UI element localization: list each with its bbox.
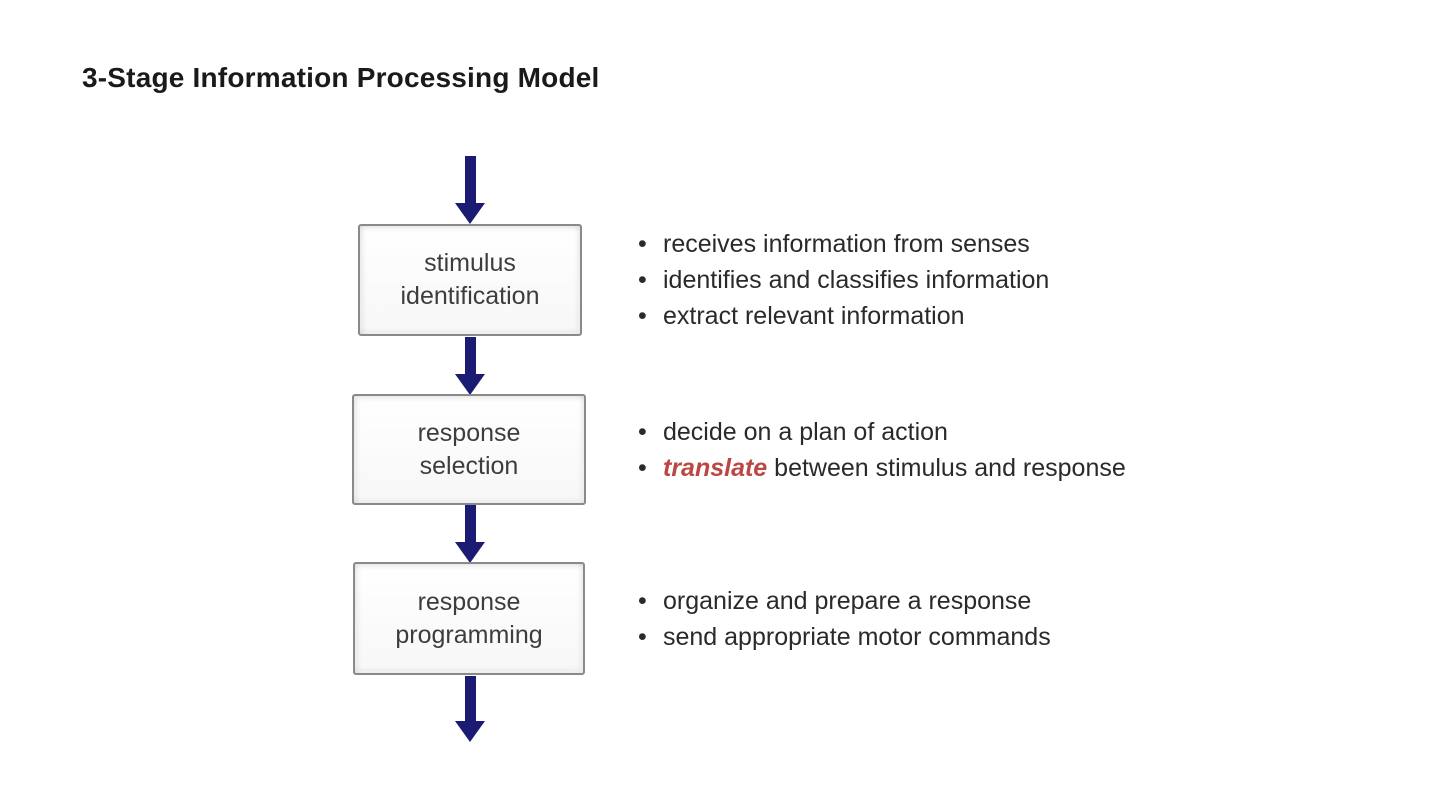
arrow-head-icon bbox=[455, 721, 485, 742]
flow-arrow-down-3 bbox=[455, 505, 485, 563]
arrow-head-icon bbox=[455, 203, 485, 224]
arrow-shaft bbox=[464, 505, 476, 542]
emphasized-word: translate bbox=[663, 454, 768, 482]
bullet-text: translate between stimulus and response bbox=[663, 454, 1126, 482]
stage-label: stimulus identification bbox=[400, 249, 540, 310]
bullet-item: • organize and prepare a response bbox=[638, 583, 1051, 619]
stage-label: response programming bbox=[395, 587, 543, 649]
flow-arrow-down-4 bbox=[455, 676, 485, 742]
arrow-shaft bbox=[464, 337, 476, 374]
bullet-item: • receives information from senses bbox=[638, 226, 1049, 262]
bullet-dot-icon: • bbox=[638, 302, 647, 330]
flow-arrow-down-1 bbox=[455, 156, 485, 224]
bullet-list-response-programming: • organize and prepare a response • send ap… bbox=[638, 583, 1051, 655]
bullet-list-response-selection: • decide on a plan of action • translate be… bbox=[638, 414, 1126, 486]
bullet-text: send appropriate motor commands bbox=[663, 623, 1051, 651]
stage-label: response selection bbox=[417, 418, 521, 480]
bullet-dot-icon: • bbox=[638, 623, 647, 651]
stage-box-stimulus-identification: stimulus identification bbox=[358, 224, 582, 336]
bullet-text: identifies and classifies information bbox=[663, 266, 1050, 294]
stage-box-response-programming: response programming bbox=[353, 562, 585, 675]
bullet-list-stimulus-identification: • receives information from senses • identi… bbox=[638, 226, 1049, 334]
bullet-item: • extract relevant information bbox=[638, 298, 1049, 334]
bullet-dot-icon: • bbox=[638, 266, 647, 294]
arrow-head-icon bbox=[455, 374, 485, 395]
stage-box-response-selection: response selection bbox=[352, 394, 586, 505]
arrow-shaft bbox=[464, 676, 476, 721]
bullet-text: receives information from senses bbox=[663, 230, 1030, 258]
arrow-shaft bbox=[464, 156, 476, 203]
bullet-item: • decide on a plan of action bbox=[638, 414, 1126, 450]
arrow-head-icon bbox=[455, 542, 485, 563]
bullet-dot-icon: • bbox=[638, 230, 647, 258]
bullet-dot-icon: • bbox=[638, 587, 647, 615]
flow-arrow-down-2 bbox=[455, 337, 485, 395]
bullet-text: extract relevant information bbox=[663, 302, 965, 330]
bullet-text: organize and prepare a response bbox=[663, 587, 1032, 615]
page-title: 3-Stage Information Processing Model bbox=[82, 62, 600, 93]
bullet-dot-icon: • bbox=[638, 418, 647, 446]
bullet-dot-icon: • bbox=[638, 454, 647, 482]
bullet-text: decide on a plan of action bbox=[663, 418, 948, 446]
bullet-item: • translate between stimulus and response bbox=[638, 450, 1126, 486]
bullet-item: • send appropriate motor commands bbox=[638, 619, 1051, 655]
bullet-item: • identifies and classifies information bbox=[638, 262, 1049, 298]
